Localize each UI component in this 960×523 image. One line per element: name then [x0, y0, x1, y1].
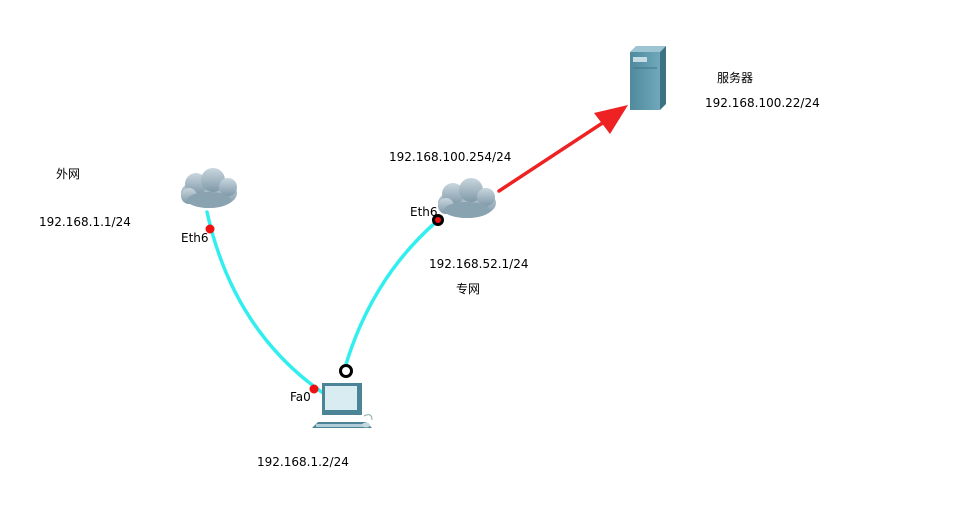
external-cloud-ip-label: 192.168.1.1/24 — [39, 215, 131, 229]
port-indicator-private-eth6 — [432, 214, 444, 226]
link-external-cloud-to-pc[interactable] — [205, 210, 325, 395]
link-private-cloud-to-pc[interactable] — [342, 220, 438, 373]
annotation-arrow — [497, 105, 628, 193]
server-name-label: 服务器 — [717, 71, 754, 85]
port-indicator-pc-fa0 — [309, 384, 319, 394]
port-indicator-pc-selected — [339, 364, 353, 378]
server-icon[interactable] — [630, 46, 666, 110]
external-cloud-name-label: 外网 — [56, 167, 81, 181]
private-cloud-port-label: Eth6 — [410, 205, 438, 219]
private-cloud-ip-upper-label: 192.168.100.254/24 — [389, 150, 512, 164]
server-ip-label: 192.168.100.22/24 — [705, 96, 820, 110]
cloud-icon[interactable] — [438, 178, 496, 218]
pc-ip-label: 192.168.1.2/24 — [257, 455, 349, 469]
port-indicator-external-eth6 — [205, 224, 215, 234]
pc-icon[interactable] — [312, 383, 373, 428]
external-cloud-port-label: Eth6 — [181, 231, 209, 245]
pc-port-label: Fa0 — [290, 390, 311, 404]
cloud-icon[interactable] — [181, 168, 237, 208]
private-cloud-name-label: 专网 — [456, 282, 481, 296]
private-cloud-ip-lower-label: 192.168.52.1/24 — [429, 257, 529, 271]
